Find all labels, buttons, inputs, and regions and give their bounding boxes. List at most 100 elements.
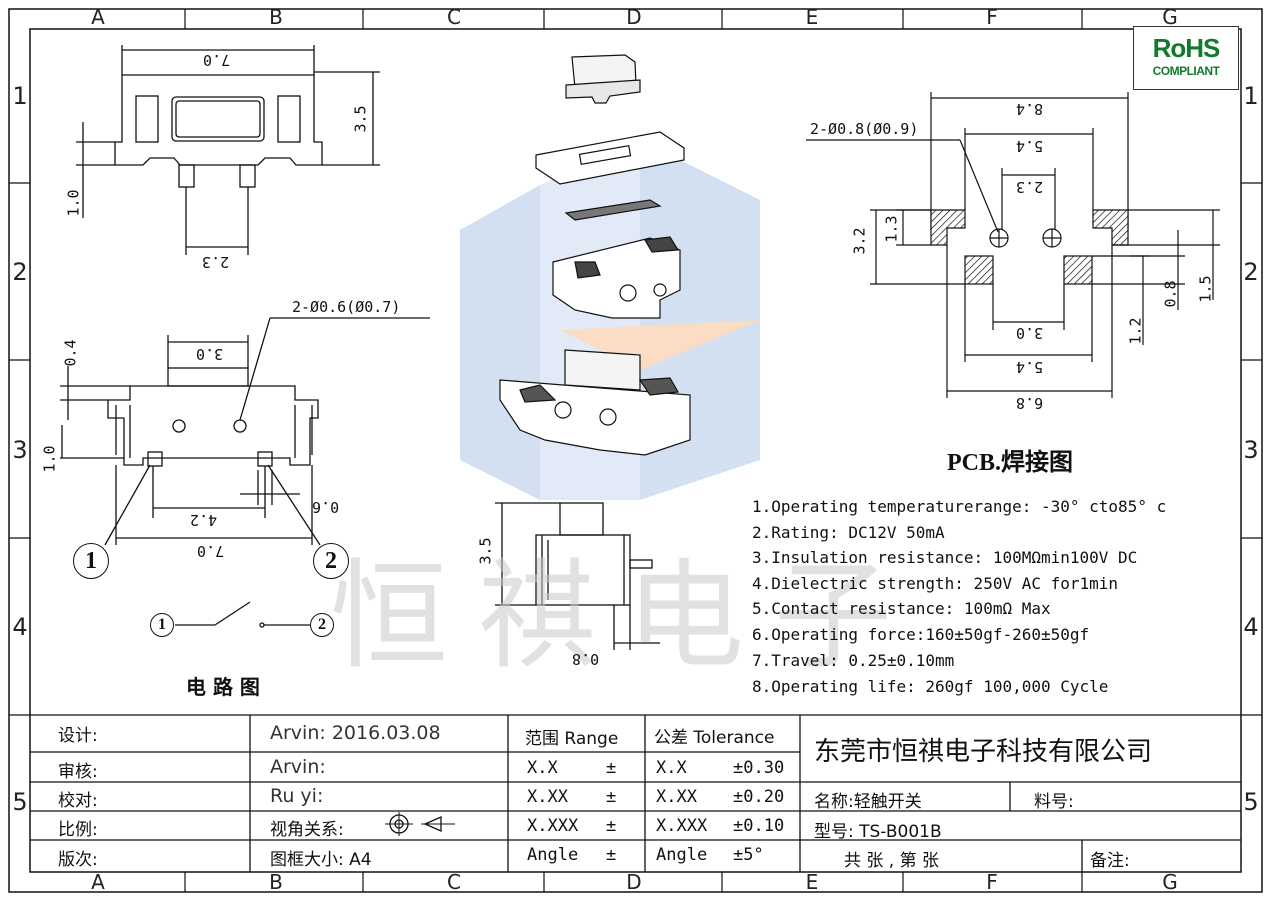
dim-mid-70: 7.0 [197,542,225,560]
pcb-title: PCB.焊接图 [947,450,1073,476]
spec-line-2: 2.Rating: DC12V 50mA [752,523,945,542]
spec-line-8: 8.Operating life: 260gf 100,000 Cycle [752,677,1109,696]
inner-border [29,28,1242,873]
sheet-label: 共 张 , 第 张 [844,851,940,871]
dim-mid-top: 3.0 [196,345,224,363]
pin-1-callout: 1 [73,543,109,579]
exploded-view [499,54,691,456]
grid-row-2-right: 2 [1243,258,1259,286]
dim-side-35: 3.5 [476,537,495,565]
tol-t1-value: ±0.30 [733,758,785,778]
dim-top-pin-gap: 2.3 [202,253,230,271]
dim-pcb-13: 1.3 [882,215,901,243]
check-label: 审核: [58,762,98,782]
rohs-subtitle: COMPLIANT [1152,64,1220,78]
title-block-lines [30,714,1241,872]
range-r2: X.XX [527,787,568,807]
grid-row-5: 5 [12,788,28,816]
scale-label: 比例: [58,820,98,840]
design-label: 设计: [58,726,98,746]
dim-pcb-32: 3.2 [850,227,869,255]
dim-pcb-54b: 5.4 [1016,358,1044,376]
tol-header: 公差 Tolerance [654,728,775,748]
dim-mid-42: 4.2 [190,511,218,529]
tol-t4-value: ±5° [733,845,764,865]
outer-border [8,8,1263,893]
spec-line-1: 1.Operating temperaturerange: -30° cto85… [752,497,1167,516]
view-label: 视角关系: [270,820,344,840]
grid-col-c: C [447,5,461,29]
grid-col-b-bottom: B [269,870,283,894]
dim-mid-04: 0.4 [61,339,80,367]
remark-label: 备注: [1090,851,1130,871]
grid-col-f: F [986,5,998,29]
tol-t1: X.X [656,758,687,778]
grid-row-3: 3 [12,436,28,464]
grid-row-1: 1 [12,82,28,110]
range-r4-pm: ± [606,845,617,865]
tol-t2-value: ±0.20 [733,787,785,807]
circuit-pin-1: 1 [150,613,174,637]
range-r2-pm: ± [606,787,617,807]
tol-t2: X.XX [656,787,697,807]
dim-pcb-30: 3.0 [1016,324,1044,342]
range-r1: X.X [527,758,558,778]
grid-col-a-bottom: A [91,870,105,894]
dim-top-height: 3.5 [351,105,370,133]
watermark-text: 恒祺电子 [330,547,923,685]
grid-col-e: E [805,5,819,29]
circuit-title: 电 路 图 [186,675,260,699]
dim-pcb-84: 8.4 [1016,100,1044,118]
range-header: 范围 Range [525,729,619,749]
check-value: Arvin: [270,756,326,778]
dim-pcb-15: 1.5 [1196,275,1215,303]
dim-pcb-54a: 5.4 [1016,137,1044,155]
model-label: 型号: TS-B001B [814,822,942,842]
grid-col-a: A [91,5,105,29]
circuit-symbol [175,601,310,628]
grid-row-4-right: 4 [1243,613,1259,641]
circuit-pin-2: 2 [310,613,334,637]
dim-pcb-23: 2.3 [1016,178,1044,196]
spec-line-4: 4.Dielectric strength: 250V AC for1min [752,574,1119,593]
grid-col-d: D [626,5,642,29]
grid-col-c-bottom: C [447,870,461,894]
rohs-badge: RoHS COMPLIANT [1133,26,1239,90]
grid-col-d-bottom: D [626,870,642,894]
grid-row-3-right: 3 [1243,436,1259,464]
material-label: 料号: [1034,792,1074,812]
proof-value: Ru yi: [270,785,324,807]
grid-col-g: G [1162,5,1178,29]
dim-mid-06: 0.6 [312,498,340,516]
dim-side-08: 0.8 [572,650,600,668]
spec-line-3: 3.Insulation resistance: 100MΩmin100V DC [752,548,1138,567]
range-r3-pm: ± [606,816,617,836]
dim-top-foot: 1.0 [64,189,83,217]
front-view [60,317,430,546]
pin-2-callout: 2 [313,543,349,579]
dim-pcb-hole: 2-Ø0.8(Ø0.9) [810,120,919,138]
part-name: 名称:轻触开关 [814,792,922,812]
side-view [495,502,660,650]
dim-mid-hole: 2-Ø0.6(Ø0.7) [292,298,401,316]
dim-mid-10: 1.0 [40,445,59,473]
company-name: 东莞市恒祺电子科技有限公司 [814,737,1153,767]
tol-t3: X.XXX [656,816,708,836]
grid-col-g-bottom: G [1162,870,1178,894]
dim-pcb-12: 1.2 [1126,317,1145,345]
grid-row-1-right: 1 [1243,82,1259,110]
projection-symbol-icon [385,812,455,836]
spec-line-6: 6.Operating force:160±50gf-260±50gf [752,625,1090,644]
proof-label: 校对: [58,791,98,811]
grid-row-4: 4 [12,613,28,641]
tol-t3-value: ±0.10 [733,816,785,836]
dim-top-width: 7.0 [203,51,231,69]
grid-col-e-bottom: E [805,870,819,894]
spec-line-7: 7.Travel: 0.25±0.10mm [752,651,955,670]
grid-col-f-bottom: F [986,870,998,894]
rohs-title: RoHS [1152,33,1221,63]
grid-row-5-right: 5 [1243,788,1259,816]
version-label: 版次: [58,850,98,870]
range-r3: X.XXX [527,816,579,836]
